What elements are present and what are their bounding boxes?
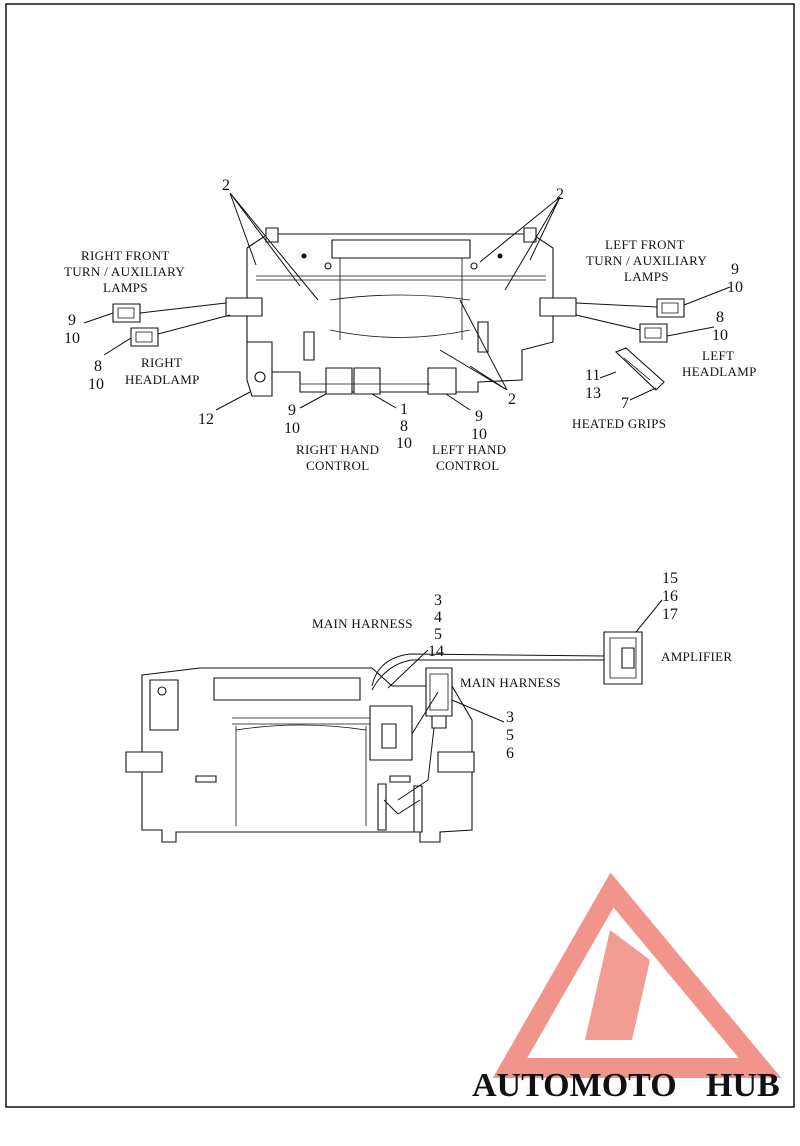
callout-9-lft: 9: [731, 261, 739, 278]
callout-12: 12: [198, 411, 214, 428]
label-right-headlamp-1: RIGHT: [141, 355, 182, 370]
callout-1: 1: [400, 401, 408, 418]
watermark-text-automoto: AUTOMOTO: [472, 1067, 677, 1104]
callout-5-top: 5: [434, 626, 442, 643]
right-turn-connector: [112, 303, 141, 323]
watermark-triangle-outer: [492, 872, 782, 1078]
callout-10: 10: [396, 435, 412, 452]
label-right-front-turn-2: TURN / AUXILIARY: [64, 264, 185, 279]
label-right-hand-control-2: CONTROL: [306, 458, 370, 473]
label-left-headlamp-2: HEADLAMP: [682, 364, 757, 379]
watermark-logo: AUTOMOTO HUB: [472, 872, 782, 1104]
bottom-fairing-bracket: [125, 667, 475, 843]
callout-10-lhc: 10: [471, 426, 487, 443]
callout-3-side: 3: [506, 709, 514, 726]
callout-10-rhc: 10: [284, 420, 300, 437]
callout-9-lhc: 9: [475, 408, 483, 425]
callout-13: 13: [585, 385, 601, 402]
right-headlamp-connector: [130, 327, 159, 347]
page-border: [5, 3, 795, 1108]
callout-7: 7: [621, 395, 629, 412]
watermark-text-hub: HUB: [706, 1067, 780, 1104]
heated-grips-connector: [614, 347, 665, 391]
label-left-hand-control-2: CONTROL: [436, 458, 500, 473]
label-right-front-turn-3: LAMPS: [103, 280, 148, 295]
callout-14: 14: [428, 643, 444, 660]
callout-10-rhl: 10: [88, 376, 104, 393]
top-leader-lines: [83, 192, 731, 411]
callout-5-side: 5: [506, 727, 514, 744]
callout-3-top: 3: [434, 592, 442, 609]
label-heated-grips: HEATED GRIPS: [572, 416, 666, 431]
callout-10-lft: 10: [727, 279, 743, 296]
callout-8-rhl: 8: [94, 358, 102, 375]
label-main-harness-side: MAIN HARNESS: [460, 675, 561, 690]
callout-2-left: 2: [222, 177, 230, 194]
callout-11: 11: [585, 367, 600, 384]
callout-10-rft: 10: [64, 330, 80, 347]
label-right-headlamp-2: HEADLAMP: [125, 372, 200, 387]
amplifier-connector: [603, 631, 643, 685]
label-left-headlamp-1: LEFT: [702, 348, 734, 363]
callout-4-top: 4: [434, 609, 442, 626]
label-right-front-turn-1: RIGHT FRONT: [81, 248, 170, 263]
callout-2-bottom: 2: [508, 391, 516, 408]
callout-9-rft: 9: [68, 312, 76, 329]
callout-9-rhc: 9: [288, 402, 296, 419]
label-main-harness-top: MAIN HARNESS: [312, 616, 413, 631]
callout-16: 16: [662, 588, 678, 605]
bottom-harness-lines: [371, 599, 663, 815]
label-right-hand-control-1: RIGHT HAND: [296, 442, 379, 457]
left-turn-connector: [656, 298, 685, 318]
callout-17: 17: [662, 606, 678, 623]
callout-8-lhl: 8: [716, 309, 724, 326]
callout-6-side: 6: [506, 745, 514, 762]
label-left-hand-control-1: LEFT HAND: [432, 442, 506, 457]
label-left-front-turn-1: LEFT FRONT: [605, 237, 685, 252]
top-fairing-bracket: [225, 227, 577, 397]
left-headlamp-connector: [639, 323, 668, 343]
label-left-front-turn-3: LAMPS: [624, 269, 669, 284]
component-labels: RIGHT FRONT TURN / AUXILIARY LAMPS LEFT …: [64, 237, 757, 690]
callout-2-right: 2: [556, 186, 564, 203]
label-left-front-turn-2: TURN / AUXILIARY: [586, 253, 707, 268]
callout-10-lhl: 10: [712, 327, 728, 344]
callout-15: 15: [662, 570, 678, 587]
main-harness-connector: [425, 667, 453, 729]
watermark-triangle-inner: [585, 930, 650, 1040]
callout-numbers: 2 2 2 9 10 8 10 12 9 10 1 8 10 9 10 9 10…: [64, 177, 743, 762]
callout-8: 8: [400, 418, 408, 435]
label-amplifier: AMPLIFIER: [661, 649, 732, 664]
